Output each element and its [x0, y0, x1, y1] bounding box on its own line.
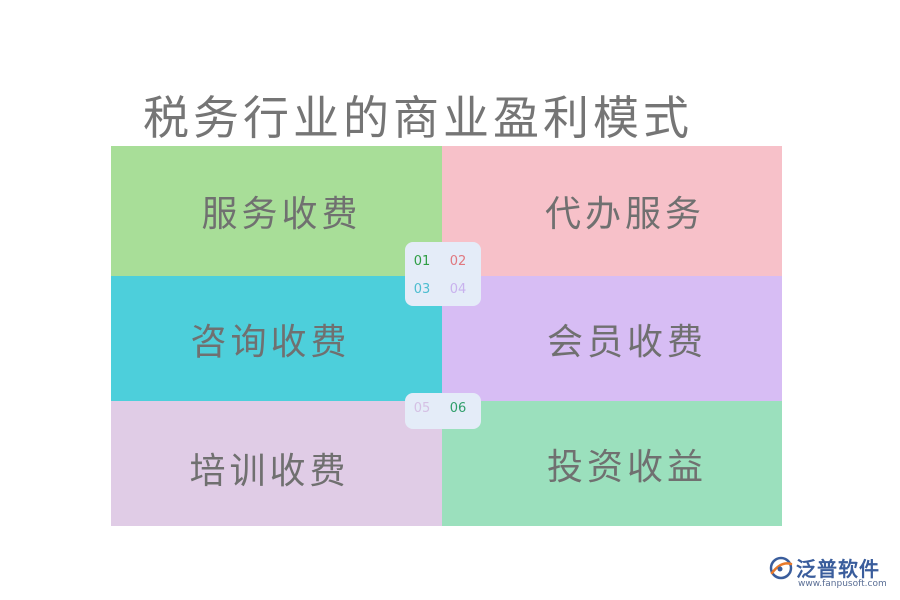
badge-number-03: 03	[413, 282, 431, 297]
number-badge-top: 01 02 03 04	[405, 242, 481, 306]
brand-logo: 泛普软件 www.fanpusoft.com	[766, 553, 894, 593]
badge-number-01: 01	[413, 254, 431, 269]
cell-investment-income: 投资收益	[442, 401, 782, 526]
cell-service-fee: 服务收费	[111, 146, 442, 276]
fanpu-logo-icon	[769, 556, 793, 580]
logo-url: www.fanpusoft.com	[798, 579, 887, 589]
cell-membership-fee: 会员收费	[442, 276, 782, 401]
badge-number-02: 02	[449, 254, 467, 269]
cell-label: 咨询收费	[190, 321, 351, 363]
cell-training-fee: 培训收费	[111, 401, 442, 526]
logo-name: 泛普软件	[796, 557, 880, 581]
cell-label: 代办服务	[544, 194, 705, 235]
badge-number-04: 04	[449, 282, 467, 297]
cell-agency-service: 代办服务	[442, 146, 782, 276]
cell-label: 投资收益	[546, 446, 707, 488]
cell-label: 会员收费	[546, 321, 707, 363]
cell-consulting-fee: 咨询收费	[111, 276, 442, 401]
cell-label: 服务收费	[201, 194, 362, 235]
number-badge-bottom: 05 06	[405, 393, 481, 429]
cell-label: 培训收费	[189, 450, 350, 492]
badge-number-06: 06	[449, 401, 467, 416]
diagram-title: 税务行业的商业盈利模式	[143, 91, 693, 145]
badge-number-05: 05	[413, 401, 431, 416]
